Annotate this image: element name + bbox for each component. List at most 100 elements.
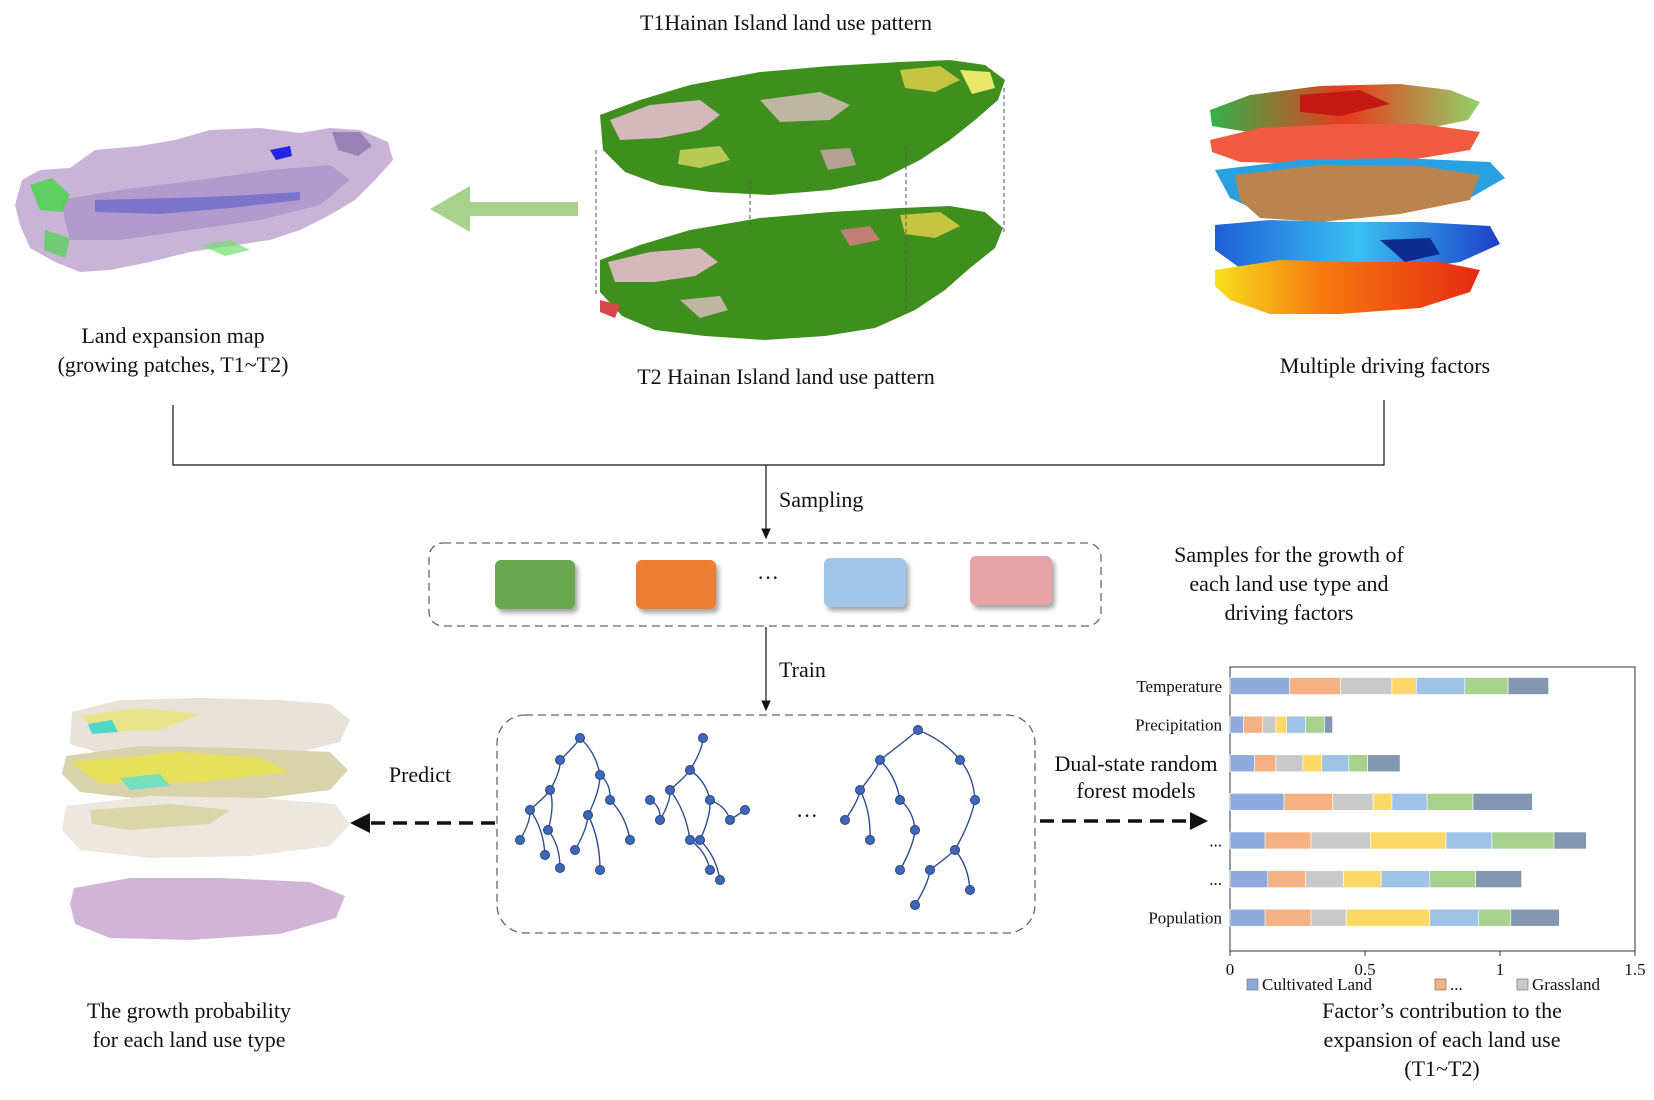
bar-segment [1370, 831, 1447, 850]
t2-land-use-map-image [600, 206, 1003, 340]
tree-node [570, 845, 580, 855]
bar-segment [1340, 677, 1393, 695]
predict-arrowhead-icon [350, 813, 370, 833]
tree-edge [529, 809, 546, 856]
t1-title: T1Hainan Island land use pattern [640, 10, 932, 35]
rf-caption-line2: forest models [1076, 778, 1195, 803]
tree-node [875, 755, 885, 765]
samples-caption-line3: driving factors [1225, 600, 1354, 625]
predict-label: Predict [389, 762, 451, 787]
tree-node [913, 725, 923, 735]
bar-segment [1416, 677, 1466, 695]
tree-node [910, 825, 920, 835]
category-label: Temperature [1136, 677, 1222, 696]
tree-node [740, 805, 750, 815]
bar-segment [1464, 677, 1509, 695]
sample-swatch-pink [970, 556, 1052, 605]
bar-segment [1289, 677, 1342, 695]
expansion-map-title-line2: (growing patches, T1~T2) [58, 352, 289, 377]
tree-edge [917, 729, 961, 761]
tree-node [625, 835, 635, 845]
samples-ellipsis: ··· [757, 565, 779, 590]
bar-segment [1229, 831, 1266, 850]
legend-swatch [1516, 978, 1529, 991]
bar-segment [1310, 831, 1371, 850]
sampling-label: Sampling [779, 487, 863, 512]
bar-segment [1426, 793, 1474, 811]
tree-node [715, 875, 725, 885]
bar-segment [1275, 715, 1288, 734]
bar-segment [1262, 715, 1277, 734]
bar-segment [1472, 793, 1533, 811]
tree-edge [899, 829, 916, 871]
tree-node [645, 795, 655, 805]
tree-node [685, 835, 695, 845]
bar-segment [1510, 908, 1560, 927]
tree-node [910, 900, 920, 910]
tree-node [965, 885, 975, 895]
sample-swatch-blue [824, 558, 906, 607]
legend-swatch [1246, 978, 1259, 991]
tree-node [555, 755, 565, 765]
tree-edge [699, 799, 711, 841]
tree-edge [587, 814, 601, 871]
category-label: Precipitation [1135, 716, 1222, 735]
tree-edge [547, 789, 553, 831]
tree-edge [689, 737, 704, 771]
bar-segment [1343, 870, 1382, 888]
tree-edge [899, 799, 916, 831]
tree-node [705, 865, 715, 875]
contribution-caption-line1: Factor’s contribution to the [1322, 998, 1562, 1023]
tree-node [970, 795, 980, 805]
tree-node [583, 810, 593, 820]
tree-edge [914, 869, 931, 906]
contribution-caption-line3: (T1~T2) [1404, 1056, 1479, 1081]
tree-node [705, 795, 715, 805]
bar-segment [1302, 754, 1323, 773]
legend-label: ... [1450, 975, 1463, 994]
x-tick-label: 1 [1496, 960, 1505, 979]
tree-node [955, 755, 965, 765]
trees-ellipsis: ··· [796, 803, 818, 828]
tree-node [725, 815, 735, 825]
contribution-chart: TemperaturePrecipitation......Population… [1135, 666, 1646, 994]
tree-node [595, 865, 605, 875]
bar-segment [1324, 715, 1333, 734]
bar-segment [1267, 870, 1306, 888]
tree-edge [859, 789, 871, 841]
samples-box [428, 542, 1102, 627]
samples-caption-line2: each land use type and [1189, 571, 1388, 596]
legend-label: Grassland [1532, 975, 1600, 994]
sample-swatch-green [495, 560, 575, 609]
bar-segment [1229, 793, 1285, 811]
bar-segment [1507, 677, 1549, 695]
bar-segment [1445, 831, 1493, 850]
bar-segment [1275, 754, 1304, 773]
bar-segment [1305, 715, 1325, 734]
category-label: ... [1209, 831, 1222, 850]
land-expansion-map-image [15, 128, 393, 272]
growth-caption-line2: for each land use type [92, 1027, 285, 1052]
bar-segment [1229, 715, 1244, 734]
x-tick-label: 0 [1226, 960, 1235, 979]
tree-node [895, 865, 905, 875]
tree-edge [669, 789, 691, 841]
x-tick-label: 1.5 [1624, 960, 1645, 979]
tree-node [855, 785, 865, 795]
bar-segment [1429, 870, 1477, 888]
bar-segment [1229, 754, 1255, 773]
bar-segment [1243, 715, 1263, 734]
tree-node [575, 733, 585, 743]
tree-node [595, 770, 605, 780]
train-label: Train [779, 657, 826, 682]
tree-edge [959, 759, 976, 801]
tree-node [545, 785, 555, 795]
bar-segment [1380, 870, 1431, 888]
tree-edge [859, 759, 881, 791]
bar-segment [1391, 677, 1417, 695]
driving-factors-title: Multiple driving factors [1280, 353, 1490, 378]
contribution-caption-line2: expansion of each land use [1323, 1027, 1560, 1052]
tree-edge [954, 799, 976, 851]
tree-edge [954, 849, 971, 891]
tree-edge [579, 737, 601, 776]
